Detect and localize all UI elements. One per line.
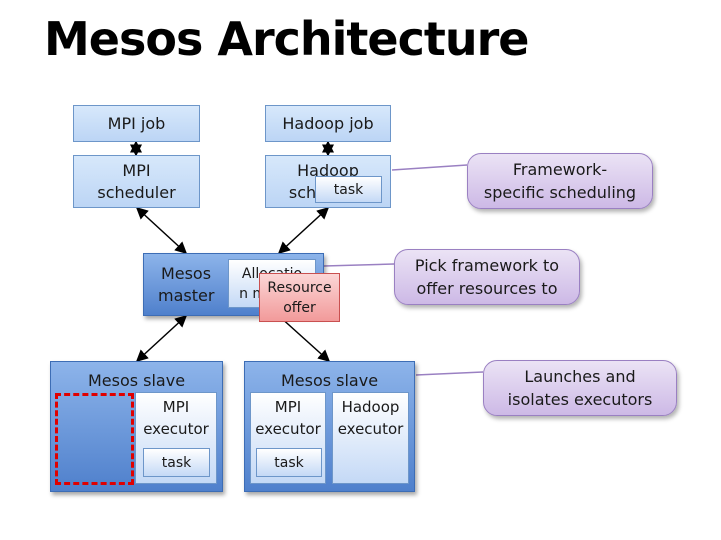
slave-right-hadoop-executor: Hadoop executor — [332, 392, 409, 484]
mpi-scheduler-master-link — [135, 206, 188, 255]
callout-launch-pointer — [415, 371, 484, 376]
mpi-scheduler-label-line2: scheduler — [97, 182, 176, 202]
callout-pick-pointer — [323, 263, 395, 267]
hadoop-scheduler-task: task — [315, 176, 382, 203]
master-slave-left-link — [135, 314, 188, 363]
hadoop-scheduler-master-link — [277, 206, 330, 255]
resource-offer-box: Resource offer — [259, 273, 340, 322]
slave-left-task: task — [143, 448, 210, 477]
mpi-job-label: MPI job — [107, 113, 166, 133]
mesos-slave-left-label: Mesos slave — [87, 371, 186, 390]
slave-right-task: task — [256, 448, 322, 477]
master-slave-right-link — [278, 315, 331, 363]
mpi-job-box: MPI job — [73, 105, 200, 142]
free-resources-dashed-box — [55, 393, 134, 485]
mesos-master-label-line1: Mesos — [160, 263, 212, 283]
hadoop-job-box: Hadoop job — [265, 105, 391, 142]
hadoop-job-label: Hadoop job — [282, 113, 374, 133]
mesos-master-label-line2: master — [158, 285, 215, 305]
callout-framework-pointer — [391, 164, 468, 171]
callout-framework-scheduling: Framework- specific scheduling — [467, 153, 653, 209]
callout-launch-executors: Launches and isolates executors — [483, 360, 677, 416]
mesos-slave-right-label: Mesos slave — [280, 371, 379, 390]
mpi-scheduler-box: MPI scheduler — [73, 155, 200, 208]
mpi-scheduler-label-line1: MPI — [122, 160, 151, 180]
hadoop-scheduler-label-line1: Hadoop — [297, 160, 359, 180]
callout-pick-framework: Pick framework to offer resources to — [394, 249, 580, 305]
page-title: Mesos Architecture — [44, 12, 529, 66]
